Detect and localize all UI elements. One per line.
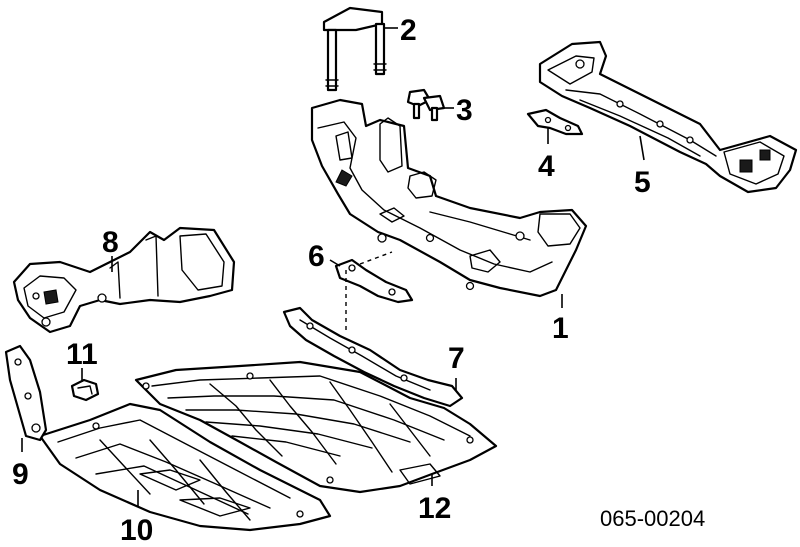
part-10-front-undercover — [38, 402, 332, 532]
part-11-clip — [70, 378, 100, 402]
part-6-bracket — [334, 258, 414, 304]
callout-9: 9 — [12, 458, 29, 491]
part-8-side-guard — [12, 226, 236, 334]
callout-10: 10 — [120, 514, 153, 547]
part-1-subframe — [310, 98, 588, 298]
callout-3: 3 — [456, 94, 473, 127]
part-5-crossmember — [538, 40, 798, 194]
alignment-line-2 — [359, 251, 393, 265]
callout-4: 4 — [538, 150, 555, 183]
callout-5: 5 — [634, 166, 651, 199]
callout-11: 11 — [66, 338, 98, 371]
callout-2: 2 — [400, 14, 417, 47]
callout-8: 8 — [102, 226, 119, 259]
part-12-engine-undercover — [134, 360, 498, 494]
part-7-rail — [282, 306, 464, 408]
reference-code: 065-00204 — [600, 506, 705, 531]
callout-12: 12 — [418, 492, 451, 525]
leader-lines — [21, 27, 645, 506]
part-3-bolts — [406, 88, 446, 122]
callout-7: 7 — [448, 342, 465, 375]
part-4-bracket — [526, 108, 584, 136]
part-9-side-plate — [4, 344, 48, 442]
callout-1: 1 — [552, 312, 569, 345]
part-2-u-bolt — [322, 6, 387, 92]
callout-6: 6 — [308, 240, 325, 273]
